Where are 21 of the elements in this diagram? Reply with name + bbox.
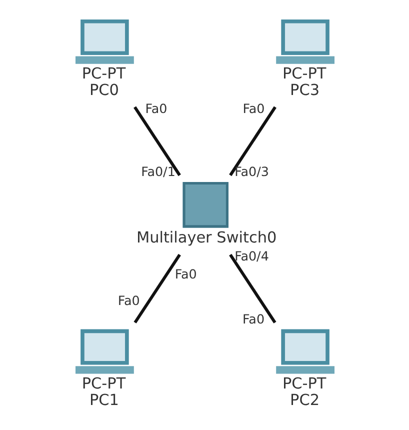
connector [228,254,276,324]
connector [228,106,276,176]
node-label: PC0 [88,81,118,100]
node-label: Fa0/4 [234,248,268,264]
node-label: Fa0 [174,266,196,282]
node-label: Fa0/3 [234,164,268,179]
node-label: Fa0 [242,100,264,116]
node-label: Fa0 [117,293,140,308]
node-label: Fa0 [144,100,167,116]
node-label: PC-PT [81,64,126,83]
node-label: Fa0 [242,311,264,326]
node-label: Fa0/1 [140,164,175,179]
node-label: PC2 [290,390,320,409]
node-label: PC1 [88,390,118,409]
connector [133,106,180,176]
node-label: PC-PT [282,374,326,392]
node-label: PC-PT [81,374,126,392]
node-label: PC3 [290,81,320,100]
node-label: PC-PT [282,64,326,83]
node-label: Multilayer Switch0 [136,228,276,246]
connector [133,254,180,324]
